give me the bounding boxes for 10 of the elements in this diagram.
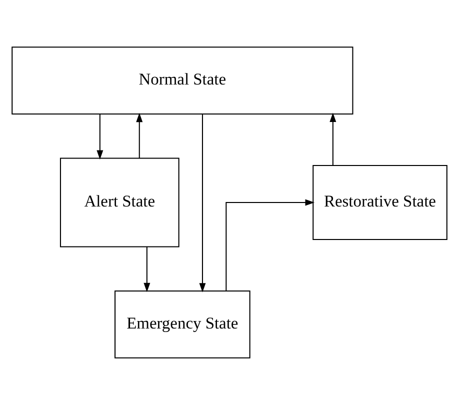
node-box: Normal State <box>12 46 354 114</box>
arrow <box>226 198 315 290</box>
node-box: Emergency State <box>114 290 250 358</box>
arrow <box>199 114 206 292</box>
node-box: Restorative State <box>312 164 448 240</box>
arrow <box>136 112 143 158</box>
arrow <box>144 246 150 292</box>
arrow <box>96 114 104 160</box>
node-box: Alert State <box>60 157 180 247</box>
arrow <box>330 112 336 165</box>
